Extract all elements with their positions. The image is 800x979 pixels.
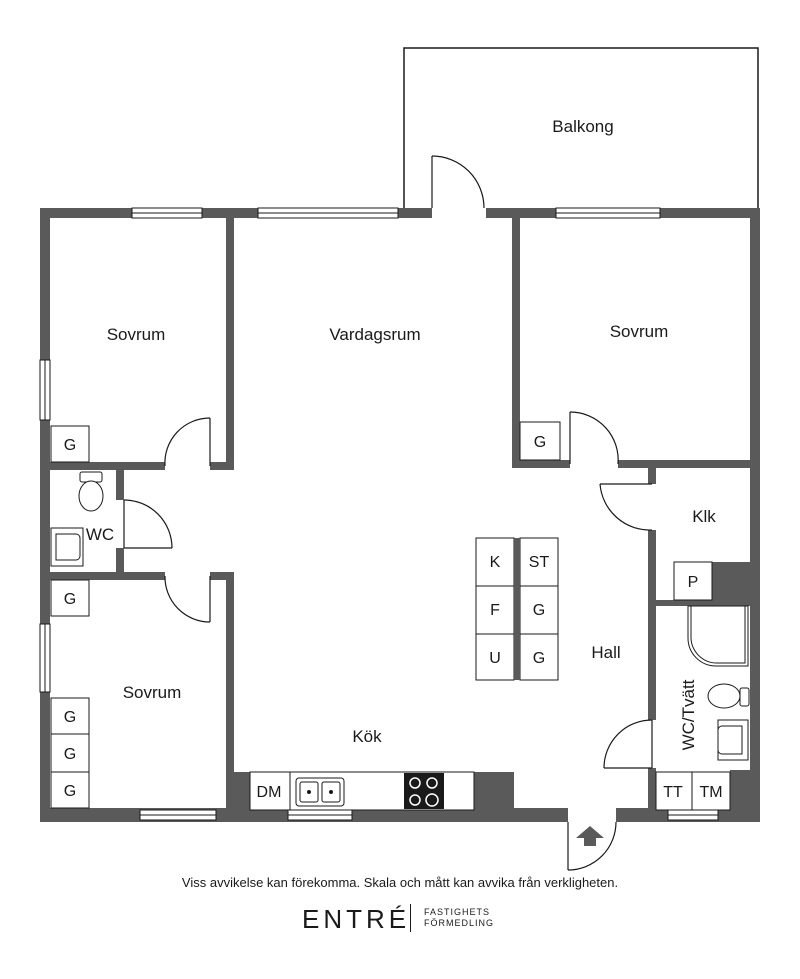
room-label-wc: WC bbox=[86, 525, 114, 544]
fixture-label-p: P bbox=[688, 574, 699, 591]
entrance-arrow-icon bbox=[576, 826, 604, 846]
toilet-icon-2 bbox=[707, 683, 750, 709]
fixture-label-g: G bbox=[533, 650, 545, 667]
fixture-label-u: U bbox=[489, 650, 501, 667]
room-label-sovrum-bottom-left: Sovrum bbox=[123, 683, 182, 702]
fixture-label-tm: TM bbox=[699, 784, 722, 801]
kitchen-sink-icon bbox=[295, 777, 345, 807]
room-labels: Balkong Sovrum Vardagsrum Sovrum WC Klk … bbox=[86, 117, 716, 750]
fixture-label-g: G bbox=[64, 746, 76, 763]
logo-subtitle: FASTIGHETS FÖRMEDLING bbox=[424, 907, 494, 929]
shower-icon bbox=[687, 605, 749, 667]
island-divider bbox=[514, 538, 520, 680]
fixture-label-g: G bbox=[533, 602, 545, 619]
wall-openings bbox=[432, 206, 616, 824]
fixture-label-k: K bbox=[490, 554, 501, 571]
fixture-label-g: G bbox=[64, 783, 76, 800]
fixture-labels: G G G G G G K ST F G U G P DM TT TM bbox=[64, 434, 723, 801]
fixture-label-g: G bbox=[534, 434, 546, 451]
fixture-label-g: G bbox=[64, 709, 76, 726]
disclaimer-text: Viss avvikelse kan förekomma. Skala och … bbox=[181, 875, 619, 890]
room-label-hall: Hall bbox=[591, 643, 620, 662]
fixture-label-tt: TT bbox=[663, 784, 683, 801]
washbasin-icon bbox=[50, 527, 84, 567]
company-logo: ENTRÉ FASTIGHETS FÖRMEDLING bbox=[0, 900, 800, 940]
logo-subtitle-line2: FÖRMEDLING bbox=[424, 918, 495, 928]
toilet-icon bbox=[78, 471, 104, 512]
windows bbox=[39, 207, 719, 821]
room-label-sovrum-top-right: Sovrum bbox=[610, 322, 669, 341]
room-label-vardagsrum: Vardagsrum bbox=[329, 325, 420, 344]
fixture-label-st: ST bbox=[529, 554, 550, 571]
logo-subtitle-line1: FASTIGHETS bbox=[424, 907, 491, 917]
room-label-kok: Kök bbox=[352, 727, 382, 746]
inner-walls bbox=[50, 218, 760, 814]
fixture-label-g: G bbox=[64, 437, 76, 454]
room-label-balkong: Balkong bbox=[552, 117, 613, 136]
logo-divider bbox=[410, 904, 411, 932]
room-label-klk: Klk bbox=[692, 507, 716, 526]
washbasin-icon-2 bbox=[717, 719, 749, 761]
fixture-boxes bbox=[50, 421, 731, 811]
room-label-wc-tvatt: WC/Tvätt bbox=[679, 679, 698, 750]
logo-wordmark: ENTRÉ bbox=[302, 904, 411, 934]
balcony bbox=[403, 47, 759, 208]
fixture-label-f: F bbox=[490, 602, 500, 619]
room-label-sovrum-top-left: Sovrum bbox=[107, 325, 166, 344]
fixture-label-g: G bbox=[64, 591, 76, 608]
doors bbox=[123, 155, 653, 871]
fixture-label-dm: DM bbox=[257, 784, 282, 801]
stove-icon bbox=[404, 773, 444, 809]
